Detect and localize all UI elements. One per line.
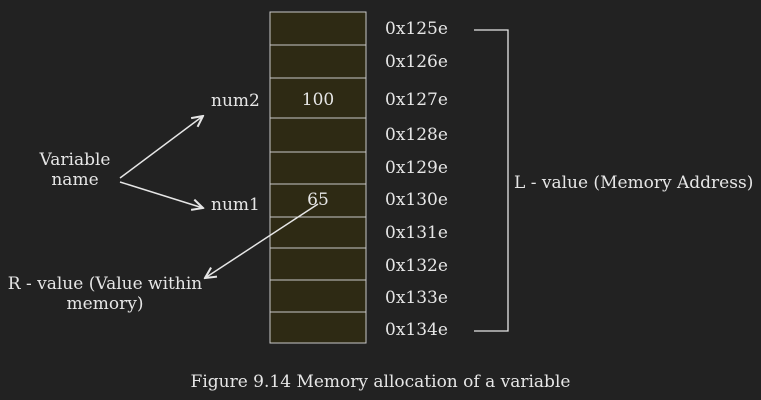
arrow-to-rvalue-label: [205, 203, 319, 278]
cell-value-num1: 65: [307, 190, 329, 210]
address-label: 0x133e: [385, 288, 448, 308]
memory-cell: [269, 11, 367, 46]
address-label: 0x128e: [385, 125, 448, 145]
memory-cell: [269, 44, 367, 79]
variable-label-num1: num1: [211, 195, 260, 215]
memory-cell: [269, 279, 367, 313]
memory-cell: [269, 247, 367, 281]
address-label: 0x127e: [385, 90, 448, 110]
address-label: 0x131e: [385, 223, 448, 243]
address-label: 0x126e: [385, 52, 448, 72]
address-label: 0x134e: [385, 320, 448, 340]
lvalue-label: L - value (Memory Address): [514, 173, 754, 193]
arrow-to-num1: [119, 181, 203, 208]
variable-label-num2: num2: [211, 91, 260, 111]
memory-cell: [269, 183, 367, 218]
arrow-to-num2: [119, 116, 203, 179]
lvalue-bracket: [474, 29, 509, 332]
rvalue-label: R - value (Value within memory): [7, 274, 203, 314]
address-label: 0x130e: [385, 190, 448, 210]
figure-caption: Figure 9.14 Memory allocation of a varia…: [190, 372, 571, 392]
memory-cell: [269, 311, 367, 344]
cell-value-num2: 100: [301, 90, 335, 110]
address-label: 0x125e: [385, 19, 448, 39]
address-label: 0x132e: [385, 256, 448, 276]
address-label: 0x129e: [385, 158, 448, 178]
memory-cell: [269, 117, 367, 153]
variable-name-label: Variable name: [39, 150, 111, 190]
memory-cell: [269, 151, 367, 185]
memory-cell: [269, 216, 367, 249]
memory-cell: [269, 77, 367, 119]
